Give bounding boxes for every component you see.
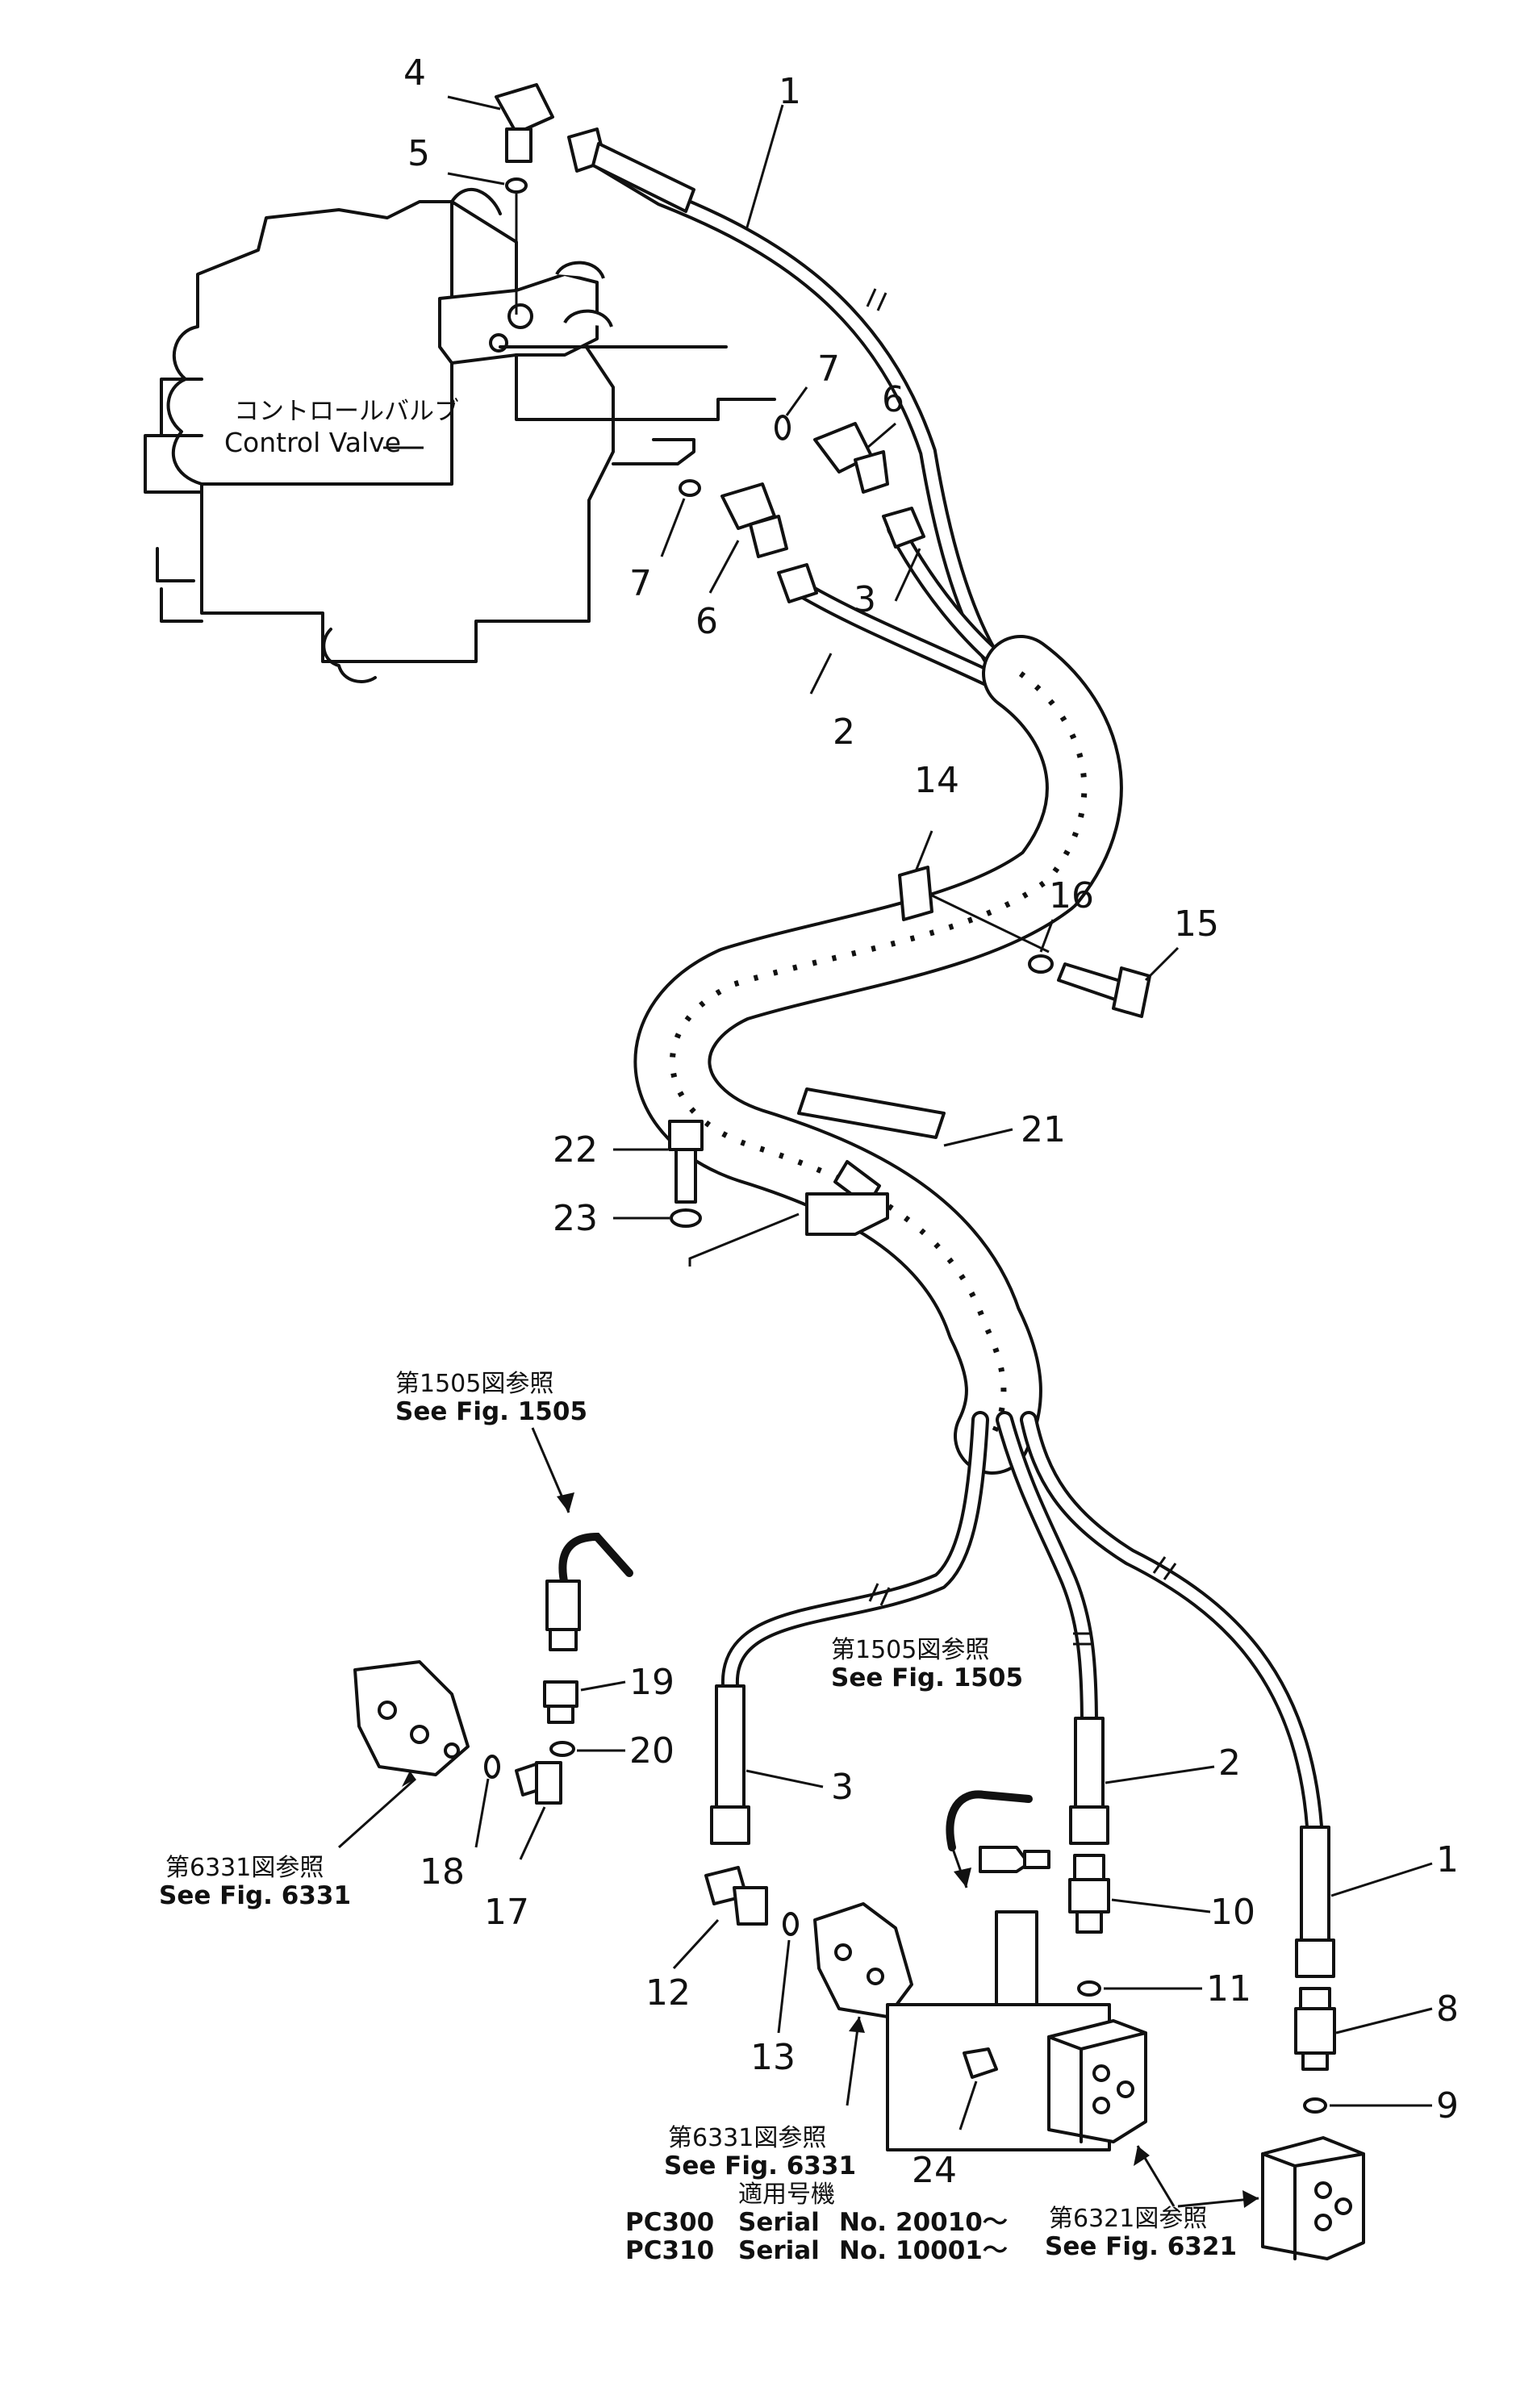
sensor-1505-right bbox=[946, 1790, 1050, 1873]
part-number-6-lower: 6 bbox=[695, 601, 718, 642]
applicability-no-label-2: No. bbox=[839, 2236, 887, 2265]
part-number-7-lower: 7 bbox=[629, 563, 652, 604]
control-valve-label-en: Control Valve bbox=[224, 427, 401, 458]
fitting-24 bbox=[963, 2047, 998, 2079]
applicability-no-label-1: No. bbox=[839, 2208, 887, 2237]
ref-1505-right-en: See Fig. 1505 bbox=[831, 1663, 1023, 1692]
part-number-1-top: 1 bbox=[779, 71, 801, 112]
hose-assembly bbox=[572, 140, 1324, 1848]
ref-6321-en: See Fig. 6321 bbox=[1045, 2232, 1237, 2261]
o-ring-9 bbox=[1303, 2097, 1327, 2114]
part-number-23: 23 bbox=[553, 1198, 598, 1239]
part-number-4: 4 bbox=[403, 52, 426, 94]
clamp-bolt-axis bbox=[688, 1212, 800, 1267]
applicability-serial-1: 20010〜 bbox=[896, 2208, 1008, 2237]
hose-end-2-top bbox=[777, 563, 818, 603]
ref-1505-left-en: See Fig. 1505 bbox=[395, 1397, 587, 1426]
adapter-19 bbox=[543, 1680, 578, 1724]
o-ring-5 bbox=[505, 177, 528, 194]
elbow-17 bbox=[515, 1761, 562, 1805]
washer-23 bbox=[670, 1208, 702, 1228]
part-number-6-upper: 6 bbox=[882, 379, 904, 420]
o-ring-7-lower bbox=[679, 479, 701, 497]
leader-arrowheads bbox=[402, 1492, 1259, 2208]
part-number-13: 13 bbox=[750, 2037, 796, 2078]
hose-end-1-top bbox=[567, 127, 695, 213]
block-6321-right bbox=[1261, 2136, 1365, 2260]
part-number-24: 24 bbox=[912, 2150, 957, 2191]
hose-end-2-bottom bbox=[1069, 1717, 1109, 1845]
part-number-17: 17 bbox=[484, 1892, 529, 1933]
applicability-serial-label-2: Serial bbox=[738, 2236, 820, 2265]
o-ring-13 bbox=[783, 1912, 799, 1936]
ref-6331-left-jp: 第6331図参照 bbox=[165, 1854, 324, 1882]
ref-6331-center-jp: 第6331図参照 bbox=[668, 2124, 826, 2152]
part-number-12: 12 bbox=[645, 1972, 691, 2014]
applicability-block: 適用号機 PC300 Serial No. 20010〜 PC310 Seria… bbox=[625, 2181, 1008, 2265]
part-number-3-top: 3 bbox=[854, 579, 876, 620]
ref-6321-jp: 第6321図参照 bbox=[1049, 2205, 1207, 2233]
elbow-fitting-6-lower bbox=[720, 482, 788, 558]
block-6321-left bbox=[1047, 2019, 1147, 2143]
applicability-heading: 適用号機 bbox=[738, 2181, 835, 2209]
part-number-20: 20 bbox=[629, 1730, 674, 1772]
part-number-5: 5 bbox=[407, 133, 430, 174]
bolt-22 bbox=[668, 1120, 704, 1204]
ref-6331-left-en: See Fig. 6331 bbox=[159, 1881, 351, 1910]
part-number-15: 15 bbox=[1174, 904, 1219, 945]
adapter-10 bbox=[1068, 1854, 1110, 1934]
hose-end-3-bottom bbox=[710, 1684, 750, 1845]
part-number-2-bottom: 2 bbox=[1218, 1742, 1241, 1784]
part-number-19: 19 bbox=[629, 1662, 674, 1703]
applicability-serial-2: 10001〜 bbox=[896, 2236, 1008, 2265]
part-number-14: 14 bbox=[914, 760, 959, 801]
plate-bolt-axis bbox=[931, 894, 1050, 954]
clamp-drawing bbox=[797, 1087, 946, 1236]
hose-end-1-bottom bbox=[1295, 1826, 1335, 1978]
part-number-16: 16 bbox=[1049, 875, 1094, 916]
part-number-10: 10 bbox=[1210, 1892, 1255, 1933]
ref-6331-center-en: See Fig. 6331 bbox=[664, 2151, 856, 2181]
hose-end-3-top bbox=[882, 507, 925, 549]
sensor-1505-left bbox=[545, 1532, 633, 1651]
part-number-9: 9 bbox=[1436, 2085, 1459, 2126]
washer-16 bbox=[1028, 954, 1054, 974]
part-number-1-bottom: 1 bbox=[1436, 1839, 1459, 1880]
o-ring-18 bbox=[484, 1755, 500, 1779]
bolt-15 bbox=[1057, 962, 1151, 1018]
part-number-22: 22 bbox=[553, 1129, 598, 1171]
applicability-serial-label-1: Serial bbox=[738, 2208, 820, 2237]
part-number-3-bottom: 3 bbox=[831, 1767, 854, 1808]
plate-drawing bbox=[898, 866, 933, 921]
ref-1505-right-jp: 第1505図参照 bbox=[831, 1636, 989, 1664]
o-ring-11 bbox=[1077, 1980, 1101, 1997]
leader-lines bbox=[337, 95, 1433, 2208]
adapter-8 bbox=[1294, 1987, 1336, 2071]
fitting-12 bbox=[704, 1866, 768, 1926]
control-valve-label-jp: コントロールバルブ bbox=[234, 397, 459, 426]
part-number-21: 21 bbox=[1021, 1109, 1066, 1150]
part-number-2-top: 2 bbox=[833, 712, 855, 753]
part-number-18: 18 bbox=[420, 1851, 465, 1893]
elbow-fitting-4 bbox=[495, 83, 554, 163]
pressure-valve-6331-center bbox=[813, 1902, 913, 2018]
o-ring-20 bbox=[549, 1741, 575, 1757]
part-number-8: 8 bbox=[1436, 1989, 1459, 2030]
ref-1505-left-jp: 第1505図参照 bbox=[395, 1370, 553, 1398]
o-ring-7-upper bbox=[775, 415, 791, 440]
part-number-11: 11 bbox=[1206, 1968, 1251, 2009]
control-valve-drawing bbox=[144, 188, 776, 683]
part-number-7-upper: 7 bbox=[817, 348, 840, 390]
applicability-model-2: PC310 bbox=[625, 2236, 714, 2265]
pressure-valve-6331-left bbox=[353, 1660, 470, 1776]
applicability-model-1: PC300 bbox=[625, 2208, 714, 2237]
elbow-fitting-6-upper bbox=[813, 422, 889, 494]
